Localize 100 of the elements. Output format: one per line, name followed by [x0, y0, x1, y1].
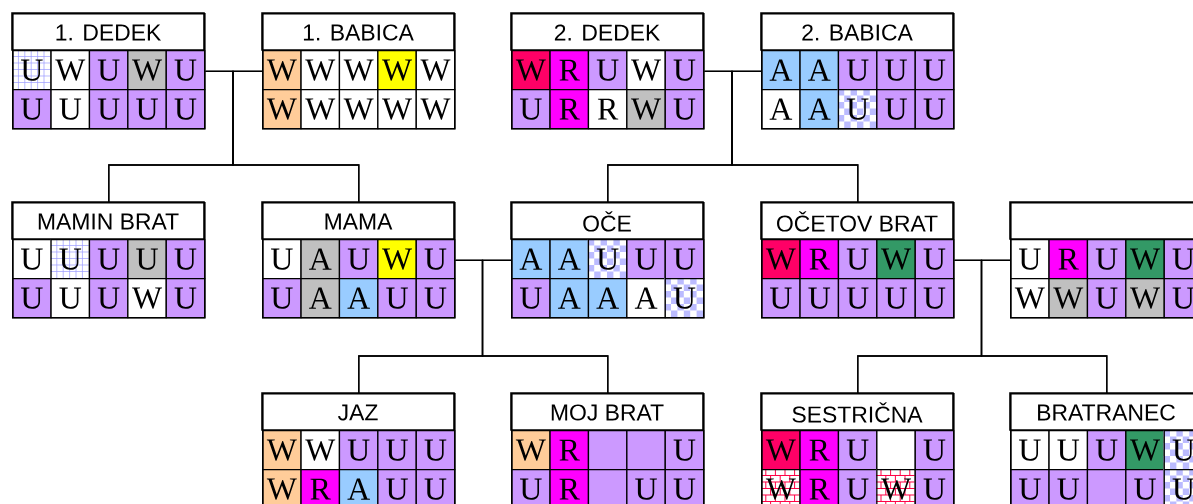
letter-cell: W	[262, 469, 302, 504]
letter-cell: U	[914, 89, 955, 130]
letter-cell: U	[761, 278, 801, 319]
letter-cell: R	[799, 239, 840, 280]
letter-cell: U	[664, 239, 705, 280]
letter-cell: A	[799, 89, 840, 130]
letter-cell: U	[876, 278, 916, 319]
letter-cell: U	[914, 50, 955, 91]
letter-cell: U	[415, 430, 456, 471]
node-label: U	[1057, 478, 1080, 500]
letter-cell: W	[338, 89, 379, 130]
letter-cell: U	[338, 239, 379, 280]
letter-cell: W	[415, 89, 456, 130]
letter-cell: U	[11, 49, 52, 91]
letter-cell: U	[837, 50, 878, 91]
letter-cell: W	[626, 50, 666, 91]
letter-cell: U	[415, 239, 456, 280]
letter-cell: W	[377, 239, 417, 280]
letter-cell: U	[127, 89, 167, 130]
letter-cell: U	[914, 278, 955, 319]
letter-cell: U	[12, 89, 52, 130]
letter-cell: U	[88, 50, 129, 91]
letter-cell: W	[1125, 278, 1165, 319]
letter-cell: A	[549, 239, 590, 280]
letter-cell: U	[837, 89, 878, 130]
letter-cell: U	[664, 50, 705, 91]
letter-cell: U	[1086, 278, 1127, 319]
letter-cell: W	[626, 89, 666, 130]
letter-cell: U	[88, 89, 129, 130]
letter-cell: W	[127, 278, 167, 319]
letter-cell: U	[50, 238, 91, 280]
letter-cell: U	[127, 239, 167, 280]
letter-cell: U	[1086, 430, 1127, 471]
letter-cell: U	[511, 278, 551, 319]
letter-cell: A	[761, 89, 801, 130]
letter-cell: U	[377, 430, 417, 471]
letter-cell: W	[1010, 278, 1050, 319]
letter-cell: U	[262, 278, 302, 319]
letter-cell: W	[300, 50, 341, 91]
letter-cell: W	[377, 50, 417, 91]
letter-cell: A	[587, 278, 628, 319]
letter-cell: U	[876, 89, 916, 130]
letter-cell: U	[664, 430, 705, 471]
letter-cell: U	[1048, 430, 1089, 471]
letter-cell: W	[300, 430, 341, 471]
letter-cell: R	[799, 430, 840, 471]
letter-cell: R	[300, 469, 341, 504]
letter-cell: A	[549, 278, 590, 319]
person-box	[1009, 201, 1193, 319]
letter-cell: R	[549, 89, 590, 130]
letter-cell: A	[300, 239, 341, 280]
family-line	[731, 70, 859, 203]
letter-cell: U	[914, 239, 955, 280]
letter-cell: A	[626, 278, 666, 319]
letter-cell: W	[377, 89, 417, 130]
letter-cell: U	[165, 50, 206, 91]
letter-cell: U	[837, 239, 878, 280]
letter-cell: W	[1125, 239, 1165, 280]
letter-cell: U	[664, 278, 705, 319]
letter-cell: U	[165, 278, 206, 319]
letter-cell: U	[165, 89, 206, 130]
letter-cell: U	[626, 469, 666, 504]
letter-cell: U	[587, 239, 628, 280]
letter-cell: U	[377, 278, 417, 319]
letter-cell: U	[876, 50, 916, 91]
letter-cell: U	[1086, 239, 1127, 280]
letter-cell: U	[415, 469, 456, 504]
letter-cell: U	[165, 239, 206, 280]
letter-cell: A	[799, 50, 840, 91]
letter-cell: U	[664, 89, 705, 130]
letter-cell: U	[664, 469, 705, 504]
letter-cell: U	[50, 89, 91, 130]
letter-cell: U	[415, 278, 456, 319]
letter-cell: U	[914, 430, 955, 471]
letter-cell: A	[338, 469, 379, 504]
letter-cell: R	[1048, 239, 1089, 280]
letter-cell: U	[837, 430, 878, 471]
letter-cell: W	[876, 239, 916, 280]
letter-cell: U	[837, 278, 878, 319]
letter-cell: W	[415, 50, 456, 91]
family-line	[980, 259, 1108, 394]
letter-cell: R	[549, 469, 590, 504]
letter-cell: R	[799, 469, 840, 504]
letter-cell: U	[12, 278, 52, 319]
letter-cell: U	[50, 278, 91, 319]
letter-cell: U	[914, 469, 955, 504]
letter-cell: W	[1048, 278, 1089, 319]
letter-cell: U	[799, 278, 840, 319]
letter-cell: A	[338, 278, 379, 319]
family-line	[481, 259, 609, 394]
letter-cell: W	[262, 89, 302, 130]
letter-cell: U	[587, 50, 628, 91]
letter-cell: U	[338, 430, 379, 471]
letter-cell: R	[587, 89, 628, 130]
letter-cell: U	[626, 239, 666, 280]
letter-cell: W	[127, 50, 167, 91]
letter-cell: U	[88, 278, 129, 319]
letter-cell: U	[837, 469, 878, 504]
family-line	[232, 70, 360, 203]
letter-cell: U	[1010, 469, 1050, 504]
